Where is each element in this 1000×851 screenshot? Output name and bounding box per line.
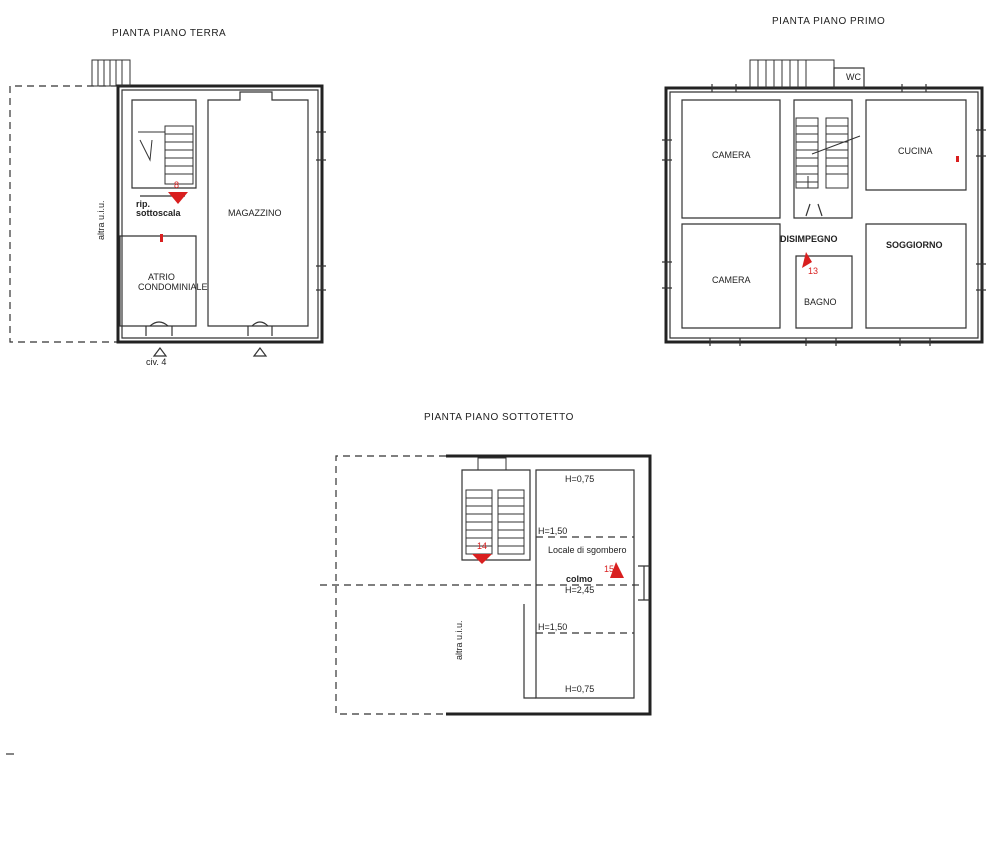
svg-text:15: 15 — [604, 564, 614, 574]
attic-adjacent-outline — [335, 455, 446, 715]
ridge-label: colmo — [566, 574, 593, 584]
photo-marker-13: 13 — [802, 252, 818, 276]
first-exterior-wall-inner — [669, 91, 979, 339]
kitchen-marker — [956, 156, 959, 162]
first-window-9 — [711, 84, 737, 92]
first-floor-plan: PIANTA PIANO PRIMO WC CAMERA CAMERA — [662, 16, 986, 346]
bathroom-room — [795, 255, 853, 329]
ground-window-1 — [316, 131, 326, 161]
warehouse-entrance-door — [247, 321, 273, 336]
living-room — [865, 223, 967, 329]
first-window-1 — [662, 139, 672, 161]
wc-label: WC — [846, 72, 861, 82]
kitchen-label: CUCINA — [898, 146, 933, 156]
warehouse-label: MAGAZZINO — [228, 208, 282, 218]
living-label: SOGGIORNO — [886, 240, 943, 250]
kitchen-room — [865, 99, 967, 191]
first-window-3 — [976, 129, 986, 157]
lobby-label-1: ATRIO — [148, 272, 175, 282]
bedroom-2-label: CAMERA — [712, 275, 751, 285]
first-window-4 — [976, 263, 986, 291]
attic-title: PIANTA PIANO SOTTOTETTO — [424, 412, 574, 423]
attic-lower-wall — [523, 604, 536, 699]
hallway-label: DISIMPEGNO — [780, 234, 838, 244]
bedroom-1-room — [681, 99, 781, 219]
first-floor-title: PIANTA PIANO PRIMO — [772, 16, 885, 27]
photo-marker-8: 8 — [168, 180, 188, 204]
ground-other-unit-label: altra u.i.u. — [96, 200, 106, 240]
lobby-room — [119, 235, 197, 327]
svg-text:13: 13 — [808, 266, 818, 276]
loft-label: Locale di sgombero — [548, 545, 627, 555]
warehouse-entrance-arrow — [252, 347, 268, 357]
storage-label-1: rip. — [136, 199, 150, 209]
first-window-8 — [901, 84, 927, 92]
ground-exterior-wall — [116, 84, 324, 344]
bedroom-2-room — [681, 223, 781, 329]
wc-room — [833, 67, 865, 89]
first-stair — [795, 117, 861, 189]
first-window-6 — [805, 338, 837, 346]
ground-window-2 — [316, 265, 326, 291]
first-window-2 — [662, 261, 672, 289]
civic-number: civ. 4 — [146, 357, 166, 367]
attic-exterior-wall — [446, 454, 652, 716]
photo-marker-15: 15 — [604, 562, 624, 578]
attic-window — [638, 565, 650, 601]
lobby-entrance-arrow — [152, 347, 168, 357]
first-stair-core — [793, 99, 853, 219]
warehouse-room — [207, 91, 309, 327]
lobby-marker — [160, 234, 163, 242]
ground-floor-title: PIANTA PIANO TERRA — [112, 28, 226, 39]
height-mid-bottom-label: H=1,50 — [538, 622, 567, 632]
first-exterior-wall — [664, 86, 984, 344]
height-bottom-label: H=0,75 — [565, 684, 594, 694]
bathroom-label: BAGNO — [804, 297, 837, 307]
attic-plan: PIANTA PIANO SOTTOTETTO altra u.i.u. — [320, 412, 652, 716]
svg-text:8: 8 — [174, 180, 179, 190]
ground-exterior-wall-inner — [121, 89, 319, 339]
lobby-entrance-door — [145, 321, 173, 336]
ridge-height-label: H=2,45 — [565, 585, 594, 595]
loft-room — [535, 469, 635, 699]
ground-stair — [138, 125, 194, 185]
storage-label-2: sottoscala — [136, 208, 182, 218]
attic-other-unit-label: altra u.i.u. — [454, 620, 464, 660]
stair-door — [805, 203, 823, 217]
height-top-label: H=0,75 — [565, 474, 594, 484]
adjacent-unit-outline — [9, 85, 118, 343]
first-window-5 — [709, 338, 741, 346]
ground-exterior-stair — [91, 59, 131, 87]
first-window-7 — [899, 338, 931, 346]
ground-stair-room — [131, 99, 197, 189]
ground-floor-plan: PIANTA PIANO TERRA altra u.i.u. — [9, 28, 326, 367]
first-exterior-stair — [749, 59, 835, 89]
lobby-label-2: CONDOMINIALE — [138, 282, 208, 292]
height-mid-top-label: H=1,50 — [538, 526, 567, 536]
svg-text:14: 14 — [477, 541, 487, 551]
attic-stair-room — [461, 469, 531, 561]
bedroom-1-label: CAMERA — [712, 150, 751, 160]
photo-marker-14: 14 — [472, 541, 492, 564]
attic-stair — [465, 457, 525, 555]
